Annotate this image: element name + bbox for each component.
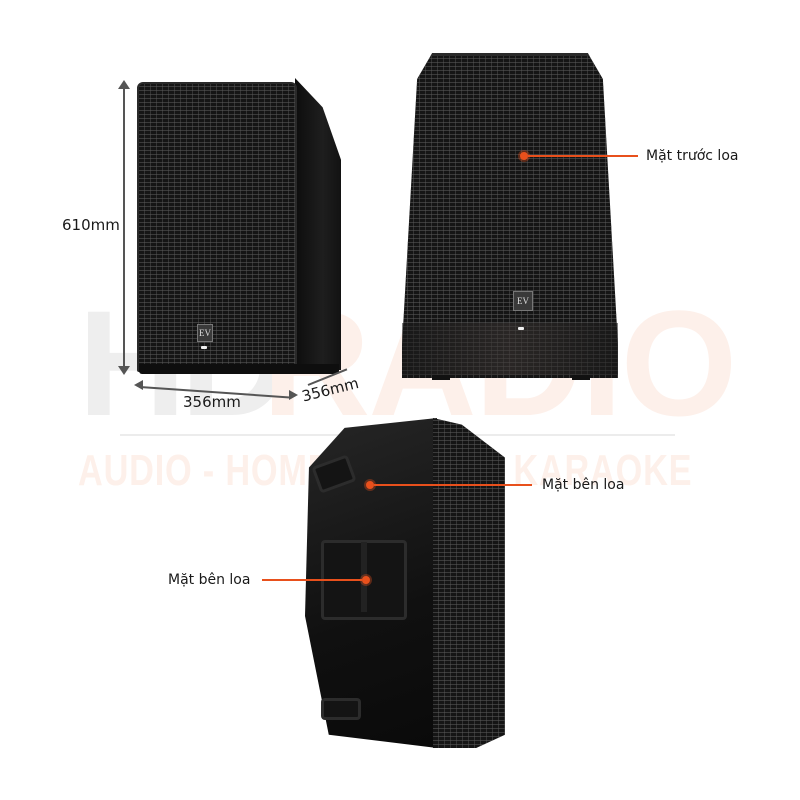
arrow-left-icon bbox=[134, 380, 143, 390]
arrow-up-icon bbox=[118, 80, 130, 89]
callout-dot-side-right bbox=[366, 481, 374, 489]
speaker-angled-view: EV bbox=[137, 72, 343, 380]
power-led bbox=[518, 327, 524, 330]
speaker-foot bbox=[432, 375, 450, 380]
callout-dot-front bbox=[520, 152, 528, 160]
speaker-side-panel bbox=[295, 78, 341, 370]
callout-label-side-right: Mặt bên loa bbox=[542, 477, 625, 493]
width-dimension-label: 356mm bbox=[183, 393, 241, 411]
ev-logo-icon: EV bbox=[513, 291, 533, 311]
callout-label-front: Mặt trước loa bbox=[646, 148, 739, 164]
arrow-right-icon bbox=[289, 390, 298, 400]
callout-dot-side-left bbox=[362, 576, 370, 584]
callout-line-side-left bbox=[262, 579, 362, 581]
power-led bbox=[201, 346, 207, 349]
speaker-base bbox=[139, 364, 339, 374]
speaker-side-grille bbox=[433, 418, 505, 748]
ev-logo-icon: EV bbox=[197, 324, 213, 342]
speaker-front-grille: EV bbox=[137, 82, 297, 372]
callout-line-side-right bbox=[374, 484, 532, 486]
speaker-bottom-trim bbox=[402, 323, 618, 375]
speaker-side-view bbox=[305, 418, 505, 750]
height-dimension-line bbox=[123, 86, 125, 370]
height-dimension-label: 610mm bbox=[62, 216, 120, 234]
arrow-down-icon bbox=[118, 366, 130, 375]
speaker-foot bbox=[572, 375, 590, 380]
bottom-handle bbox=[321, 698, 361, 720]
callout-label-side-left: Mặt bên loa bbox=[168, 572, 251, 588]
speaker-front-view: EV bbox=[402, 53, 618, 380]
callout-line-front bbox=[528, 155, 638, 157]
